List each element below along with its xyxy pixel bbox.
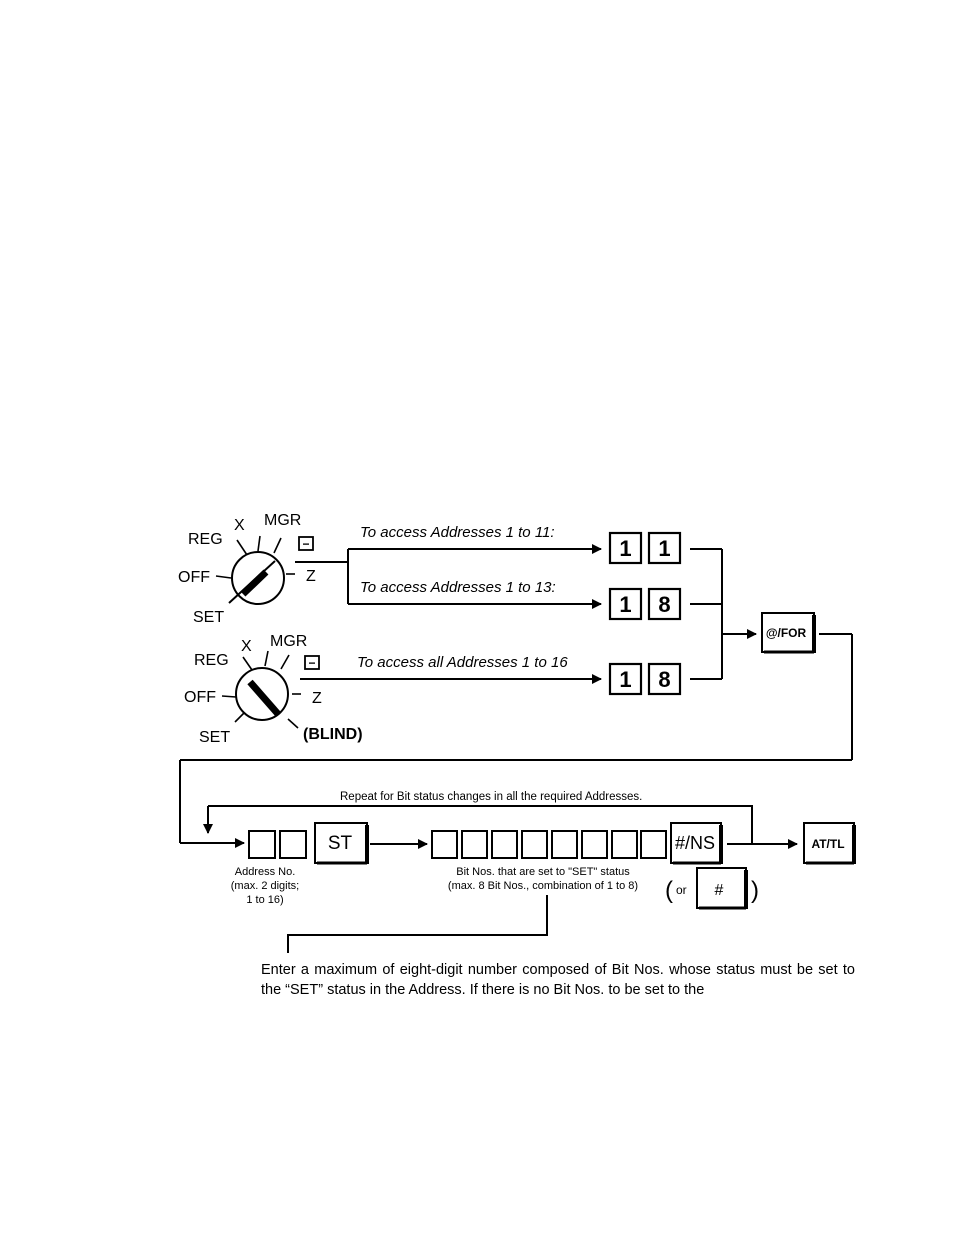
svg-text:8: 8 xyxy=(658,592,670,617)
hash-key[interactable]: # xyxy=(696,867,748,910)
route-keys-1: 1 1 xyxy=(608,531,682,565)
svg-text:1 to 16): 1 to 16) xyxy=(246,894,283,906)
svg-text:ST: ST xyxy=(328,833,353,854)
digit-key[interactable]: 8 xyxy=(647,587,682,621)
svg-text:#: # xyxy=(715,882,724,899)
svg-text:1: 1 xyxy=(619,592,631,617)
svg-text:(max. 8 Bit Nos., combination: (max. 8 Bit Nos., combination of 1 to 8) xyxy=(448,880,638,892)
mode-switch-blind: REG X MGR OFF Z SET (BLIND) − xyxy=(184,633,363,746)
reg-label: REG xyxy=(194,652,229,669)
minus-mode-icon: − xyxy=(298,536,314,551)
address-caption: Address No. (max. 2 digits; 1 to 16) xyxy=(231,866,299,906)
set-label: SET xyxy=(193,609,224,626)
mgr-label: MGR xyxy=(270,633,307,650)
bits-caption: Bit Nos. that are set to "SET" status (m… xyxy=(448,866,638,892)
route-connectors xyxy=(179,544,853,953)
x-label: X xyxy=(234,517,245,534)
svg-text:#/NS: #/NS xyxy=(675,833,715,853)
z-label: Z xyxy=(312,690,322,707)
svg-text:(max. 2 digits;: (max. 2 digits; xyxy=(231,880,299,892)
or-paren-close: ) xyxy=(751,877,759,904)
route-label: To access Addresses 1 to 13: xyxy=(360,579,556,596)
digit-key[interactable]: 1 xyxy=(608,662,643,696)
or-label: or xyxy=(676,883,687,897)
mode-switch-set: REG X MGR OFF Z SET − xyxy=(178,512,316,626)
repeat-label: Repeat for Bit status changes in all the… xyxy=(340,791,642,803)
blind-label: (BLIND) xyxy=(303,726,363,743)
svg-text:Bit Nos. that are set to "SET": Bit Nos. that are set to "SET" status xyxy=(456,866,630,878)
for-key[interactable]: @/FOR xyxy=(761,612,816,654)
or-paren-open: ( xyxy=(665,877,673,904)
svg-text:@/FOR: @/FOR xyxy=(766,626,807,640)
route-label: To access Addresses 1 to 11: xyxy=(360,524,555,541)
svg-text:−: − xyxy=(308,656,315,670)
attl-key[interactable]: AT/TL xyxy=(803,822,856,865)
off-label: OFF xyxy=(178,569,210,586)
route-keys-3: 1 8 xyxy=(608,662,682,696)
set-label: SET xyxy=(199,729,230,746)
svg-text:AT/TL: AT/TL xyxy=(811,837,844,851)
address-entry-boxes xyxy=(248,830,307,859)
bit-entry-boxes xyxy=(431,830,667,859)
digit-key[interactable]: 1 xyxy=(608,587,643,621)
digit-key[interactable]: 1 xyxy=(647,531,682,565)
x-label: X xyxy=(241,638,252,655)
svg-text:Address No.: Address No. xyxy=(235,866,296,878)
svg-text:1: 1 xyxy=(619,667,631,692)
svg-text:8: 8 xyxy=(658,667,670,692)
svg-text:1: 1 xyxy=(619,536,631,561)
off-label: OFF xyxy=(184,689,216,706)
st-key[interactable]: ST xyxy=(314,822,369,865)
digit-key[interactable]: 8 xyxy=(647,662,682,696)
route-label: To access all Addresses 1 to 16 xyxy=(357,654,568,671)
z-label: Z xyxy=(306,568,316,585)
ns-key[interactable]: #/NS xyxy=(670,822,723,865)
note-text: Enter a maximum of eight-digit number co… xyxy=(261,962,855,998)
minus-mode-icon: − xyxy=(304,655,320,670)
svg-text:1: 1 xyxy=(658,536,670,561)
digit-key[interactable]: 1 xyxy=(608,531,643,565)
reg-label: REG xyxy=(188,531,223,548)
route-keys-2: 1 8 xyxy=(608,587,682,621)
svg-text:−: − xyxy=(302,537,309,551)
mgr-label: MGR xyxy=(264,512,301,529)
